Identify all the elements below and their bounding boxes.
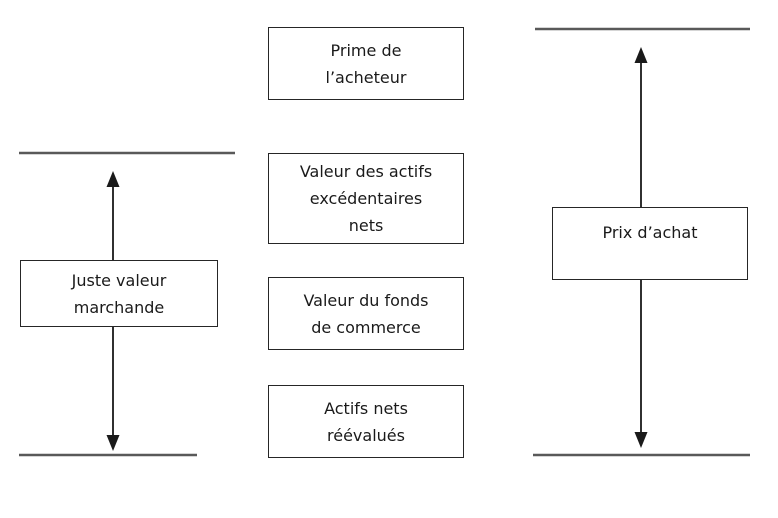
fair-market-value-box: Juste valeur marchande [20,260,218,327]
left-up-arrowhead-icon [106,171,120,187]
fair-market-value-label: Juste valeur marchande [71,270,167,317]
purchase-price-label: Prix d’achat [602,223,698,242]
right-down-arrowhead-icon [634,432,648,448]
revalued-net-assets-label: Actifs nets réévalués [324,398,408,445]
net-excess-assets-box: Valeur des actifs excédentaires nets [268,153,464,244]
buyer-premium-label: Prime de l’acheteur [325,40,407,87]
right-down-arrow [634,280,648,448]
revalued-net-assets-box: Actifs nets réévalués [268,385,464,458]
purchase-price-box: Prix d’achat [552,207,748,280]
right-up-arrowhead-icon [634,47,648,63]
goodwill-value-box: Valeur du fonds de commerce [268,277,464,350]
net-excess-assets-label: Valeur des actifs excédentaires nets [299,162,433,235]
left-up-arrow [106,171,120,260]
right-up-arrow [634,47,648,207]
buyer-premium-box: Prime de l’acheteur [268,27,464,100]
left-down-arrow [106,327,120,451]
left-down-arrowhead-icon [106,435,120,451]
goodwill-value-label: Valeur du fonds de commerce [303,290,429,337]
